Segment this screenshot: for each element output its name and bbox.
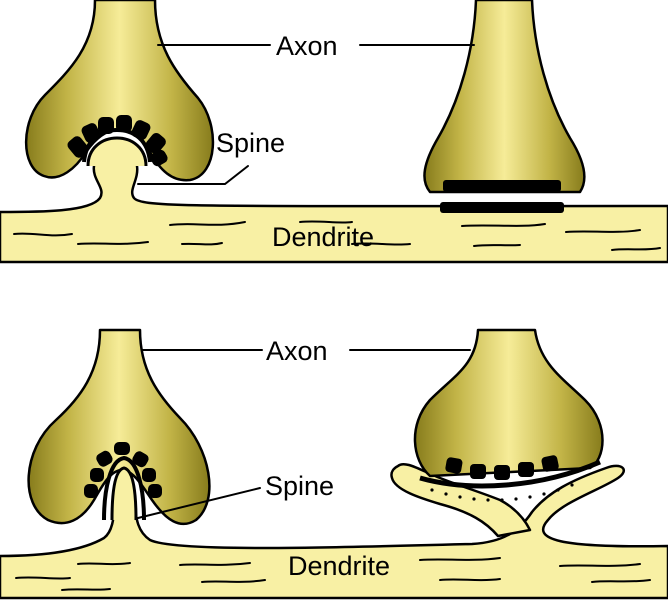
bottom-right-post-dots <box>430 483 574 502</box>
top-dendrite-shaft <box>0 153 668 264</box>
bottom-spine-label: Spine <box>265 471 334 501</box>
top-panel: Axon Spine Dendrite <box>0 0 668 264</box>
top-spine-label: Spine <box>216 128 285 158</box>
top-axon-label: Axon <box>276 31 338 61</box>
top-right-post-density <box>440 202 564 213</box>
top-spine-leader <box>137 165 249 185</box>
top-dendrite-texture <box>13 220 661 251</box>
top-right-pre-density <box>443 180 561 192</box>
bottom-axon-label: Axon <box>266 336 328 366</box>
bottom-left-post-density <box>102 455 146 521</box>
bottom-dendrite-texture <box>15 557 651 591</box>
bottom-left-vesicles <box>84 442 162 498</box>
bottom-spine <box>110 466 138 521</box>
bottom-dendrite-label: Dendrite <box>288 551 390 581</box>
top-dendrite-label: Dendrite <box>272 222 374 252</box>
bottom-right-axon-bouton <box>413 328 604 478</box>
bottom-panel: Axon Spine Dendrite <box>0 328 668 600</box>
top-right-axon-bouton <box>423 0 586 194</box>
top-spine-head <box>86 136 148 167</box>
bottom-right-vesicles <box>445 455 559 480</box>
bottom-right-pre-density <box>419 459 601 489</box>
top-left-vesicles <box>67 115 168 167</box>
bottom-spine-leader <box>137 487 261 519</box>
